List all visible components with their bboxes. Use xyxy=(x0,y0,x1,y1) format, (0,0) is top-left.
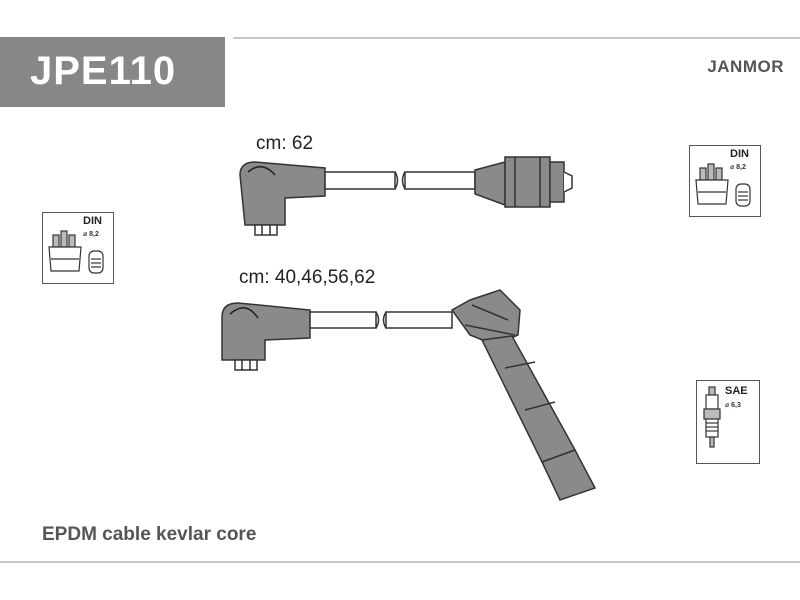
bottom-divider xyxy=(0,561,800,563)
wire-segment xyxy=(324,171,396,190)
coil-cable xyxy=(239,156,573,236)
part-number: JPE110 xyxy=(30,49,177,93)
angled-boot xyxy=(221,302,311,361)
title-box xyxy=(0,37,225,107)
wire-segment xyxy=(385,311,453,329)
wire-segment xyxy=(404,171,476,190)
distributor-cap-icon xyxy=(48,230,104,274)
badge-diameter: ⌀ 6,3 xyxy=(725,402,741,409)
badge-standard: DIN xyxy=(83,215,102,227)
plug-cable xyxy=(221,289,597,501)
angled-boot xyxy=(239,161,326,226)
badge-diameter: ⌀ 8,2 xyxy=(730,164,746,171)
straight-boot xyxy=(474,161,506,207)
badge-standard: SAE xyxy=(725,385,748,397)
long-plug-boot xyxy=(480,335,577,463)
badge-standard: DIN xyxy=(730,148,749,160)
cable-length-label-2: cm: 40,46,56,62 xyxy=(239,267,376,288)
cable-description: EPDM cable kevlar core xyxy=(42,524,257,545)
boot-terminal xyxy=(234,359,258,371)
top-divider xyxy=(233,37,800,39)
boot-terminal xyxy=(254,224,278,236)
boot-tip xyxy=(540,449,597,501)
badge-diameter: ⌀ 8,2 xyxy=(83,231,99,238)
brand-name: JANMOR xyxy=(707,57,784,76)
plug-connector-head xyxy=(450,289,521,346)
cable-length-label-1: cm: 62 xyxy=(256,133,314,154)
distributor-cap-icon xyxy=(695,163,751,207)
spark-plug-icon xyxy=(703,386,721,448)
spark-plug-badge: SAE ⌀ 6,3 xyxy=(696,380,760,464)
distributor-badge-left: DIN ⌀ 8,2 xyxy=(42,212,114,284)
distributor-badge-right: DIN ⌀ 8,2 xyxy=(689,145,761,217)
wire-segment xyxy=(309,311,377,329)
